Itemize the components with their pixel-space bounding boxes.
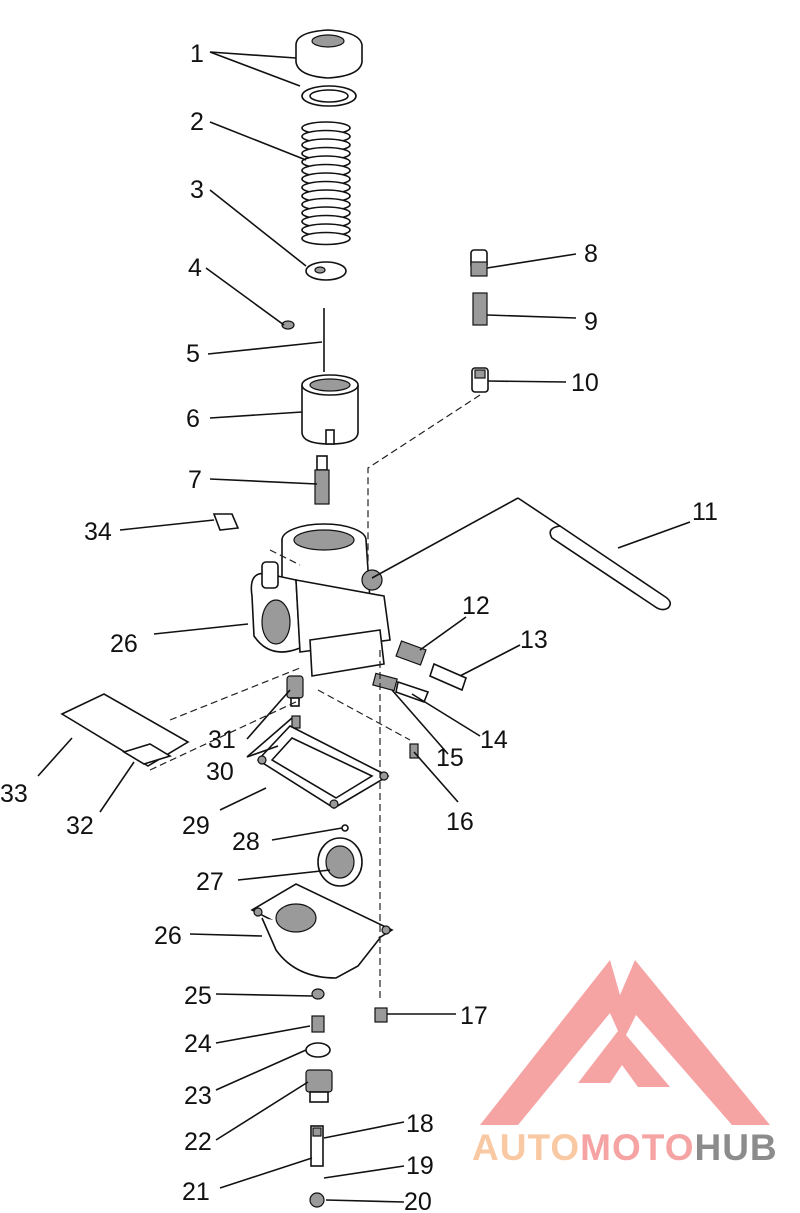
callout-31: 31 xyxy=(208,726,236,754)
part-float xyxy=(317,837,363,887)
part-24 xyxy=(311,1015,325,1033)
watermark-brand-text: AUTOMOTOHUB xyxy=(472,1127,778,1168)
callout-27: 27 xyxy=(196,868,224,896)
spring-coil xyxy=(301,231,351,246)
part-10 xyxy=(471,367,489,393)
callout-10: 10 xyxy=(571,369,599,397)
callout-4: 4 xyxy=(188,254,202,282)
callout-26-bowl: 26 xyxy=(154,922,182,950)
part-cap xyxy=(295,29,363,107)
callout-labels: 1 2 3 4 5 6 7 8 9 10 11 12 13 14 15 16 1… xyxy=(0,40,718,1213)
callout-9: 9 xyxy=(584,308,598,336)
part-17 xyxy=(374,1007,388,1023)
callout-34: 34 xyxy=(84,518,112,546)
part-25 xyxy=(311,988,325,1000)
parts-group xyxy=(60,29,672,1208)
callout-26-body: 26 xyxy=(110,630,138,658)
callout-2: 2 xyxy=(190,108,204,136)
callout-13: 13 xyxy=(520,626,548,654)
callout-1: 1 xyxy=(190,40,204,68)
part-13 xyxy=(429,662,467,692)
callout-21: 21 xyxy=(182,1178,210,1206)
part-gasket xyxy=(256,725,390,809)
part-needle-jet xyxy=(314,455,330,505)
part-21 xyxy=(310,1125,324,1167)
part-clip xyxy=(281,320,295,330)
callout-23: 23 xyxy=(184,1082,212,1110)
part-30 xyxy=(291,715,301,729)
callout-24: 24 xyxy=(184,1030,212,1058)
callout-28: 28 xyxy=(232,828,260,856)
watermark-logo: AUTOMOTOHUB xyxy=(472,960,778,1168)
part-14 xyxy=(372,672,430,704)
part-plug xyxy=(212,513,240,531)
callout-30: 30 xyxy=(206,758,234,786)
brand-hub: HUB xyxy=(694,1127,777,1168)
callout-22: 22 xyxy=(184,1128,212,1156)
carburetor-body xyxy=(250,523,391,677)
callout-18: 18 xyxy=(406,1110,434,1138)
assembly-lines xyxy=(149,394,481,1000)
callout-19: 19 xyxy=(406,1152,434,1180)
callout-20: 20 xyxy=(404,1188,432,1213)
callout-17: 17 xyxy=(460,1002,488,1030)
callout-12: 12 xyxy=(462,592,490,620)
part-12 xyxy=(395,640,427,666)
callout-33: 33 xyxy=(0,780,28,808)
callout-7: 7 xyxy=(188,466,202,494)
callout-15: 15 xyxy=(436,744,464,772)
brand-auto: AUTO xyxy=(472,1127,580,1168)
callout-29: 29 xyxy=(182,812,210,840)
part-float-bowl xyxy=(250,883,394,979)
callout-3: 3 xyxy=(190,176,204,204)
part-spring-seat xyxy=(305,261,347,281)
part-20 xyxy=(309,1192,325,1208)
part-22 xyxy=(305,1069,333,1103)
part-28 xyxy=(341,824,349,832)
part-23 xyxy=(305,1042,331,1058)
callout-32: 32 xyxy=(66,812,94,840)
callout-16: 16 xyxy=(446,808,474,836)
brand-moto: MOTO xyxy=(580,1127,694,1168)
part-throttle-slide xyxy=(301,374,359,445)
part-plate xyxy=(60,693,190,767)
part-8 xyxy=(470,249,488,277)
callout-25: 25 xyxy=(184,982,212,1010)
callout-8: 8 xyxy=(584,240,598,268)
callout-11: 11 xyxy=(692,498,718,526)
callout-14: 14 xyxy=(480,726,508,754)
part-9 xyxy=(472,292,488,326)
callout-5: 5 xyxy=(186,340,200,368)
leader-lines xyxy=(37,51,691,1203)
part-spring xyxy=(301,121,351,246)
callout-6: 6 xyxy=(186,405,200,433)
watermark-triangle-icon xyxy=(480,960,770,1125)
part-tube xyxy=(549,525,672,611)
part-16 xyxy=(409,743,419,759)
